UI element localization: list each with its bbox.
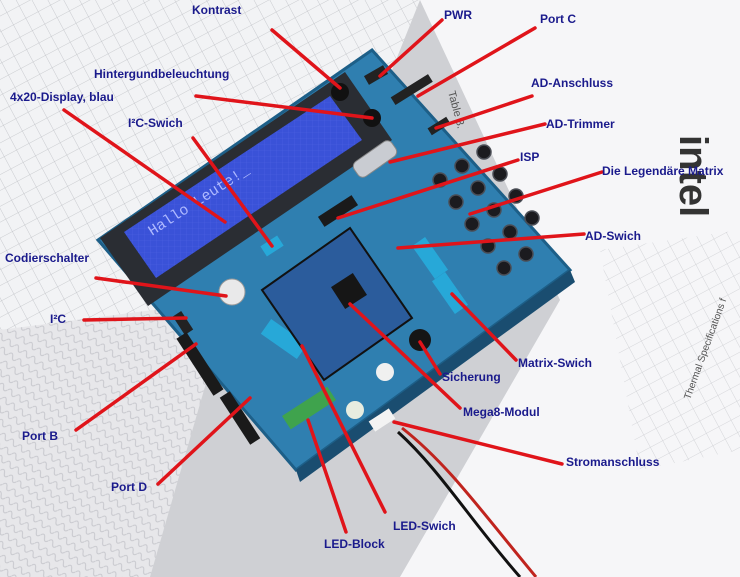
- pointer-led-block: [306, 418, 348, 534]
- label-i2c-swich: I²C-Swich: [128, 116, 183, 130]
- paper-table-right: [600, 230, 740, 470]
- label-i2c: I²C: [50, 312, 66, 326]
- matrix-key: [476, 144, 492, 160]
- label-mega8: Mega8-Modul: [463, 405, 540, 419]
- label-led-block: LED-Block: [324, 537, 385, 551]
- pointer-lines: [62, 18, 604, 534]
- pointer-pwr: [378, 18, 444, 78]
- pointer-hintergrund: [194, 94, 374, 120]
- isp-header: [317, 195, 359, 227]
- pointer-ad-anschluss: [434, 94, 534, 130]
- power-connector: [368, 408, 396, 432]
- label-codierschalter: Codierschalter: [5, 251, 90, 265]
- led-dip-switch: [260, 319, 308, 359]
- led-block: [281, 386, 337, 430]
- lcd-pixel-grid: [124, 96, 362, 278]
- port-d-header: [219, 391, 261, 445]
- pointer-stromanschluss: [392, 420, 564, 466]
- pointer-kontrast: [270, 28, 342, 90]
- pointer-sicherung: [418, 340, 442, 376]
- pointer-i2c: [82, 316, 188, 322]
- pointer-ad-swich: [396, 232, 586, 250]
- codierschalter-knob: [218, 278, 246, 306]
- matrix-key: [502, 224, 518, 240]
- power-cable-red: [401, 426, 538, 577]
- cloth-pattern: [0, 300, 230, 577]
- label-port-c: Port C: [540, 12, 576, 26]
- pointer-led-swich: [300, 344, 387, 514]
- label-hintergrund: Hintergundbeleuchtung: [94, 67, 230, 81]
- power-cable-black: [396, 430, 522, 577]
- capacitor: [376, 363, 394, 381]
- label-isp: ISP: [520, 150, 540, 164]
- label-port-d: Port D: [111, 480, 147, 494]
- label-port-b: Port B: [22, 429, 58, 443]
- label-matrix-swich: Matrix-Swich: [518, 356, 593, 370]
- pointer-isp: [336, 158, 520, 220]
- label-ad-anschluss: AD-Anschluss: [531, 76, 614, 90]
- pcb-edge-shadow: [296, 270, 575, 482]
- paper-logo-text: intel: [671, 135, 715, 217]
- matrix-key: [518, 246, 534, 262]
- pointer-ad-trimmer: [388, 122, 547, 164]
- label-ad-swich: AD-Swich: [585, 229, 642, 243]
- pointer-i2c-swich: [191, 136, 274, 248]
- matrix-key: [470, 180, 486, 196]
- pointer-mega8: [348, 302, 462, 410]
- power-led: [346, 401, 364, 419]
- port-c-header: [390, 74, 433, 106]
- pointer-display: [62, 108, 227, 224]
- pointer-matrix: [468, 170, 604, 216]
- kontrast-trimmer: [331, 83, 349, 101]
- crystal: [352, 140, 398, 178]
- label-sicherung: Sicherung: [442, 370, 501, 384]
- pointer-port-b: [74, 342, 198, 432]
- matrix-key: [496, 260, 512, 276]
- pointer-port-c: [416, 26, 537, 98]
- label-led-swich: LED-Swich: [393, 519, 456, 533]
- matrix-key: [464, 216, 480, 232]
- pointer-port-d: [156, 396, 252, 486]
- fuse: [409, 329, 431, 351]
- label-kontrast: Kontrast: [192, 3, 242, 17]
- matrix-key: [524, 210, 540, 226]
- pointer-codierschalter: [94, 276, 228, 298]
- mega8-chip: [331, 273, 367, 309]
- pwr-header: [363, 65, 389, 85]
- label-ad-trimmer: AD-Trimmer: [546, 117, 615, 131]
- label-pwr: PWR: [444, 8, 472, 22]
- label-display: 4x20-Display, blau: [10, 90, 114, 104]
- matrix-key: [454, 158, 470, 174]
- label-stromanschluss: Stromanschluss: [566, 455, 660, 469]
- label-matrix: Die Legendäre Matrix: [602, 164, 724, 178]
- pointer-matrix-swich: [450, 292, 518, 362]
- matrix-key: [448, 194, 464, 210]
